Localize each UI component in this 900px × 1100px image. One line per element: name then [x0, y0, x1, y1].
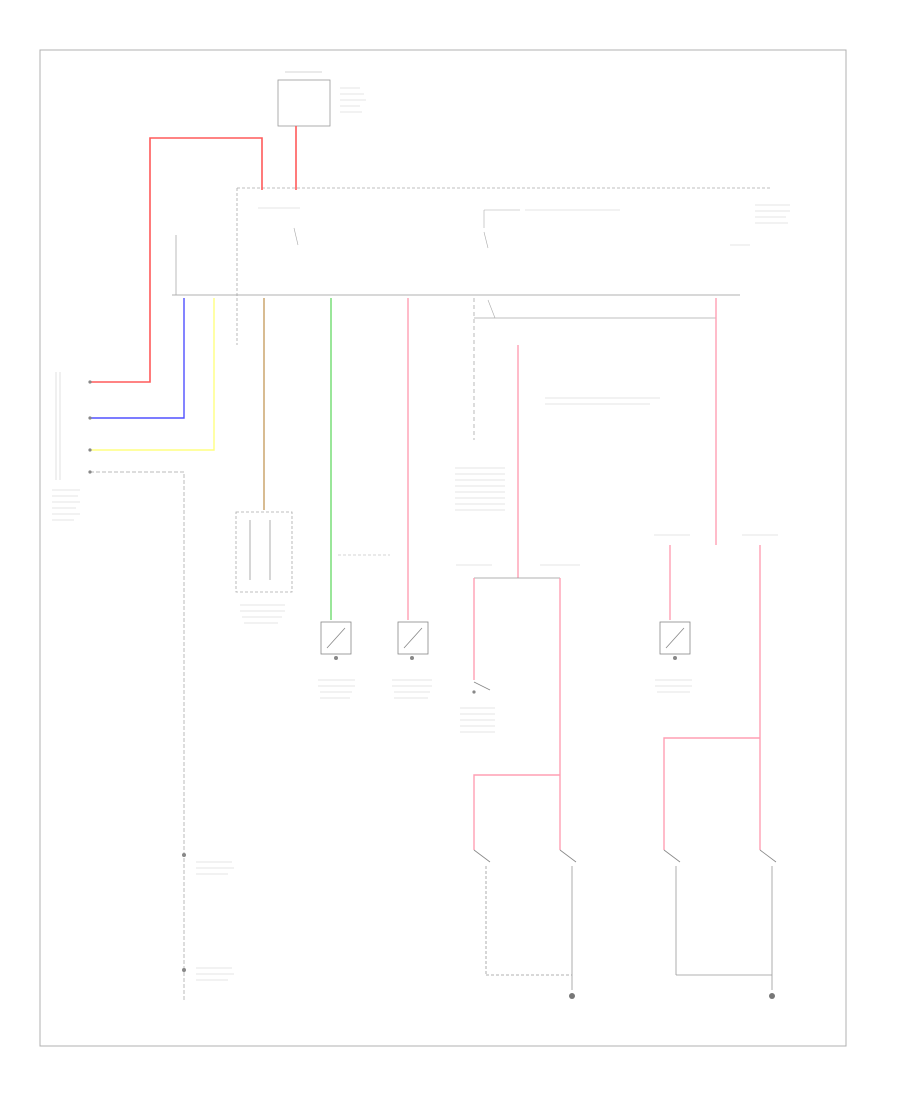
yellow-wire — [90, 298, 215, 451]
green-switch-circuit — [318, 298, 390, 699]
control-module-box — [172, 187, 790, 345]
pink-switch-circuit — [392, 298, 432, 699]
left-door-circuits — [654, 534, 778, 850]
ground-icon — [569, 993, 575, 999]
data-link-wire — [90, 471, 185, 1000]
bottom-switch-row — [473, 849, 777, 999]
optional-circuit — [455, 298, 716, 511]
blue-wire — [90, 298, 185, 419]
door-switch-circuit — [456, 298, 717, 850]
diagram-frame — [39, 49, 847, 1047]
red-power-feed — [90, 126, 297, 383]
ground-icon — [769, 993, 775, 999]
data-link-splices — [182, 853, 234, 981]
hot-at-all-times-fuse-box — [277, 71, 366, 127]
sensor-circuit — [235, 298, 293, 624]
diagnostic-connector — [52, 372, 92, 521]
